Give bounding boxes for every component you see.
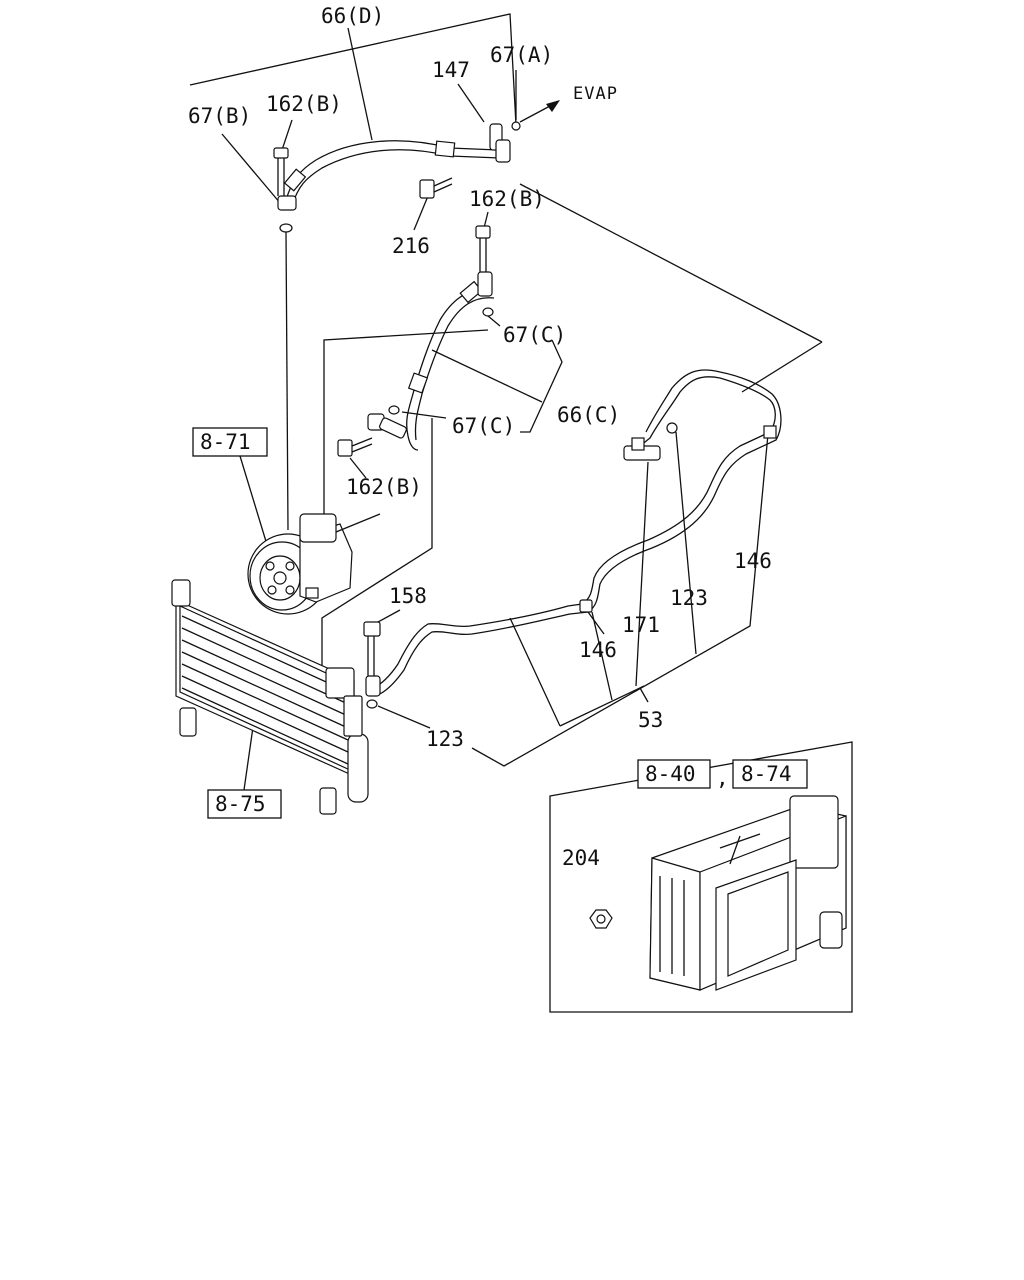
label-146-right: 146: [734, 549, 772, 573]
label-123-bottom: 123: [426, 727, 464, 751]
label-67a: 67(A): [490, 43, 553, 67]
label-158: 158: [389, 584, 427, 608]
label-66d: 66(D): [321, 4, 384, 28]
label-67c-upper: 67(C): [503, 323, 566, 347]
label-123-right: 123: [670, 586, 708, 610]
compressor-drawing: [247, 513, 381, 615]
part-labels: 66(D) 147 67(A) EVAP 67(B) 162(B) 216 16…: [188, 4, 792, 870]
ref-8-40: 8-40: [645, 762, 696, 786]
condenser-fins: [181, 615, 349, 765]
label-evap: EVAP: [573, 84, 618, 104]
label-67b: 67(B): [188, 104, 251, 128]
label-171: 171: [622, 613, 660, 637]
label-162b-mid: 162(B): [469, 187, 545, 211]
label-53: 53: [638, 708, 663, 732]
ref-comma: ,: [716, 766, 729, 790]
label-147: 147: [432, 58, 470, 82]
ref-8-71: 8-71: [200, 430, 251, 454]
label-162b-low: 162(B): [346, 475, 422, 499]
ref-boxes: [192, 427, 808, 819]
ref-8-75: 8-75: [215, 792, 266, 816]
label-146-mid: 146: [579, 638, 617, 662]
evaporator-inset: [549, 741, 853, 1013]
pipes: [273, 100, 782, 709]
label-66c: 66(C): [557, 403, 620, 427]
label-67c-lower: 67(C): [452, 414, 515, 438]
label-204: 204: [562, 846, 600, 870]
leader-lines: [189, 13, 823, 915]
condenser-drawing: [171, 579, 369, 815]
ref-8-74: 8-74: [741, 762, 792, 786]
label-162b-top: 162(B): [266, 92, 342, 116]
label-216: 216: [392, 234, 430, 258]
